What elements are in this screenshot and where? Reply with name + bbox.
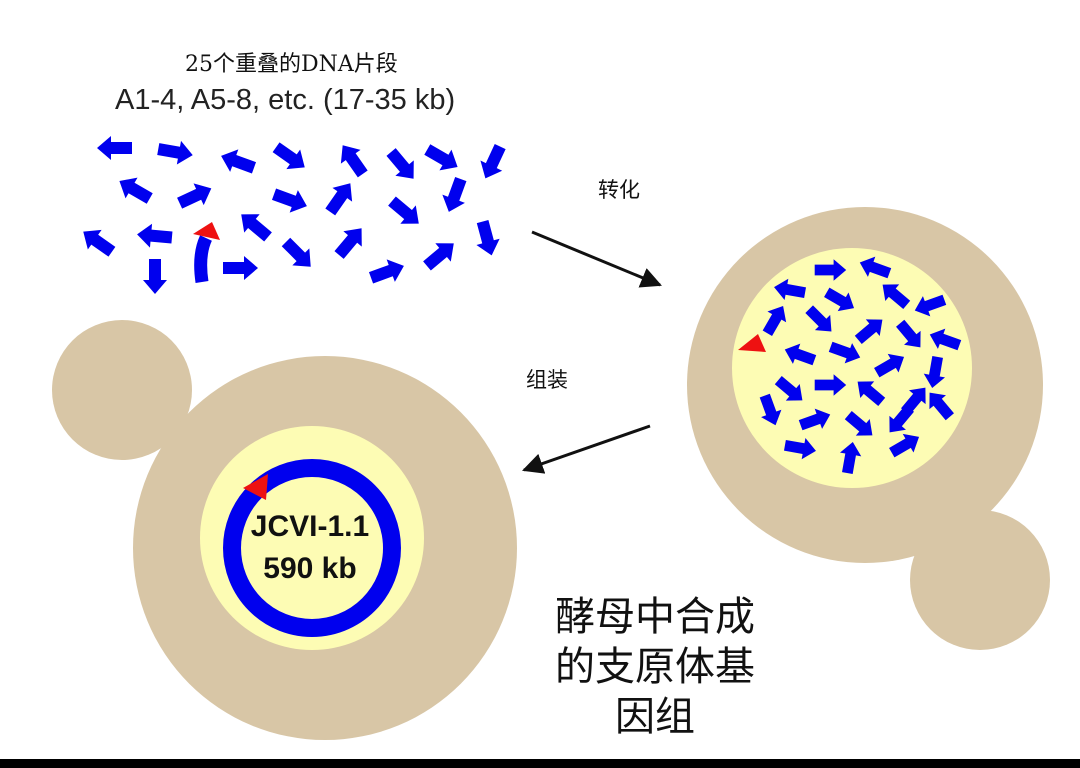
yeast-bud (52, 320, 192, 460)
transform-arrow (531, 230, 662, 288)
dna-fragment-arrow (384, 191, 427, 233)
dna-fragment-arrow (97, 136, 132, 160)
dna-fragment-arrow (332, 138, 373, 181)
dna-fragment-arrow (113, 170, 156, 209)
genome-size: 590 kb (263, 552, 357, 585)
dna-fragments (76, 136, 512, 294)
dna-fragment-arrow (381, 144, 423, 187)
dna-fragment-arrow (320, 176, 361, 219)
dna-fragment-arrow (136, 222, 173, 250)
genome-name: JCVI-1.1 (250, 510, 370, 543)
result-caption: 酵母中合成 的支原体基 因组 (540, 592, 770, 742)
result-line: 的支原体基 (555, 644, 755, 690)
dna-fragment-arrow (437, 174, 473, 217)
dna-fragment-arrow (366, 254, 409, 290)
fragments-subtitle: A1-4, A5-8, etc. (17-35 kb) (115, 84, 456, 116)
dna-fragment-arrow (269, 137, 312, 178)
yeast-cell-transformed (687, 207, 1050, 650)
nucleus (732, 248, 972, 488)
dna-fragment-arrow (474, 141, 512, 184)
circular-genome-ring (223, 459, 401, 637)
marker-triangle (243, 474, 268, 500)
marker-triangle (738, 334, 766, 352)
dna-fragment-arrow (419, 234, 462, 276)
genome-label: JCVI-1.1 590 kb (225, 506, 395, 590)
dna-fragment-arrow (223, 256, 258, 280)
dna-fragment-arrow (269, 182, 312, 218)
dna-fragment-arrow (329, 220, 371, 263)
dna-fragment-arrow (76, 221, 119, 262)
fragments-title: 25个重叠的DNA片段 (185, 52, 398, 77)
dna-fragment-arrow (421, 139, 464, 178)
assemble-arrow (522, 424, 651, 474)
dna-fragment-arrow (174, 177, 217, 215)
dna-fragment-arrow (143, 259, 167, 294)
dna-fragment-arrow (471, 218, 504, 259)
dna-fragment-arrow (194, 235, 212, 283)
marker-triangle (193, 222, 220, 240)
dna-fragment-arrow (277, 233, 320, 276)
dna-fragment-arrow (233, 205, 276, 247)
assemble-label: 组装 (526, 368, 568, 392)
dna-fragment-arrow (156, 137, 195, 167)
bottom-bar (0, 759, 1080, 768)
nucleus-dna-fragments (738, 252, 964, 475)
transform-label: 转化 (598, 178, 640, 202)
yeast-cell-assembled (52, 320, 517, 740)
dna-fragment-arrow (216, 144, 259, 180)
yeast-bud (910, 510, 1050, 650)
result-line: 酵母中合成 (555, 594, 755, 640)
result-line: 因组 (615, 694, 695, 740)
